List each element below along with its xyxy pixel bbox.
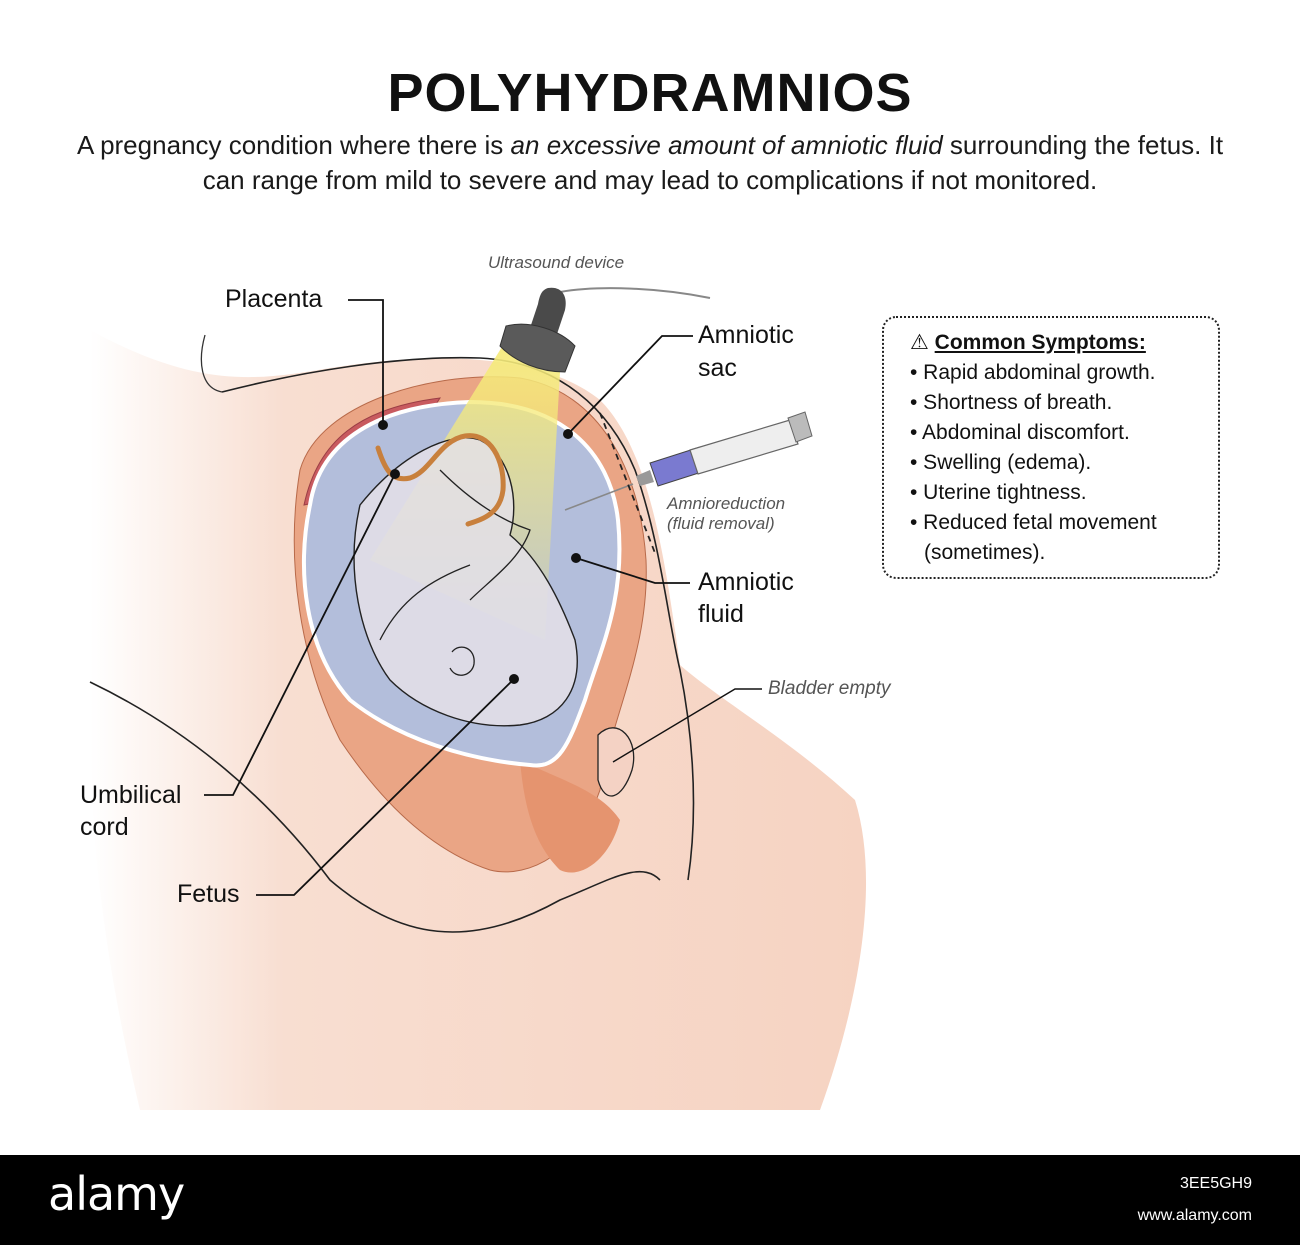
amnioreduction-note-line1: Amnioreduction — [666, 494, 785, 513]
amniotic-sac-label-line1: Amniotic — [698, 321, 794, 349]
umbilical-cord-label-line2: cord — [80, 813, 129, 841]
symptom-item: • Shortness of breath. — [910, 388, 1206, 418]
brand-logo: alamy — [48, 1167, 184, 1221]
symptom-item: • Abdominal discomfort. — [910, 418, 1206, 448]
ultrasound-note: Ultrasound device — [488, 253, 624, 272]
amniotic-fluid-label-line1: Amniotic — [698, 568, 794, 596]
footer-bar: alamy 3EE5GH9 www.alamy.com — [0, 1155, 1300, 1245]
symptoms-box: ⚠ Common Symptoms: • Rapid abdominal gro… — [882, 316, 1220, 579]
symptom-item: • Rapid abdominal growth. — [910, 358, 1206, 388]
ultrasound-cable — [560, 288, 710, 298]
placenta-dot — [378, 420, 388, 430]
amniotic-sac-label-line2: sac — [698, 354, 737, 382]
amnioreduction-note-line2: (fluid removal) — [667, 514, 775, 533]
fetus-label: Fetus — [177, 880, 240, 908]
amniotic-sac-dot — [563, 429, 573, 439]
fetus-dot — [509, 674, 519, 684]
image-id: 3EE5GH9 — [1180, 1175, 1252, 1193]
bladder-note: Bladder empty — [768, 678, 892, 699]
symptom-item: • Swelling (edema). — [910, 448, 1206, 478]
umbilical-cord-dot — [390, 469, 400, 479]
umbilical-cord-label-line1: Umbilical — [80, 781, 181, 809]
symptoms-heading: Common Symptoms: — [935, 331, 1146, 354]
warning-icon: ⚠ — [910, 331, 929, 354]
symptoms-list: • Rapid abdominal growth. • Shortness of… — [910, 358, 1206, 568]
placenta-label: Placenta — [225, 285, 322, 313]
amniotic-fluid-dot — [571, 553, 581, 563]
amniotic-fluid-label-line2: fluid — [698, 600, 744, 628]
symptoms-heading-row: ⚠ Common Symptoms: — [910, 328, 1206, 358]
symptom-item: • Reduced fetal movement (sometimes). — [910, 508, 1206, 568]
site-url[interactable]: www.alamy.com — [1138, 1207, 1252, 1225]
symptom-item: • Uterine tightness. — [910, 478, 1206, 508]
